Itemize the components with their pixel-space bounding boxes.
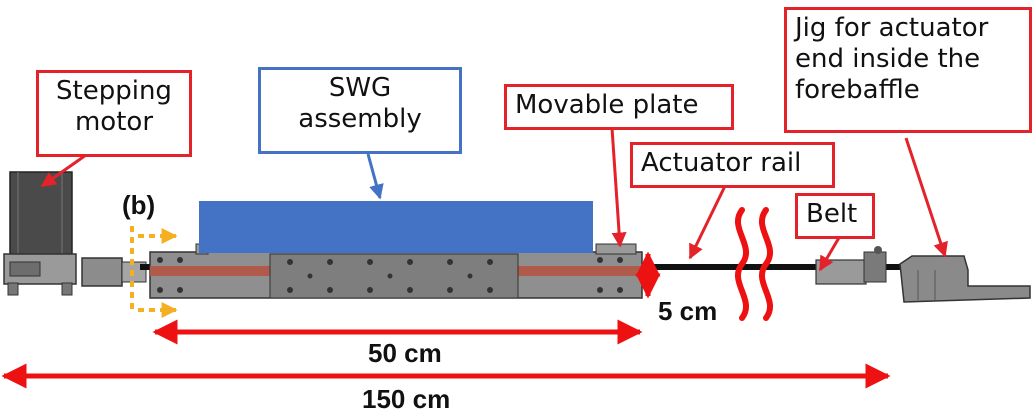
leader-jig — [904, 137, 948, 258]
dashed-indicator — [130, 226, 178, 318]
label-jig: Jig for actuator end inside the forebaff… — [784, 7, 1032, 133]
break-marks — [734, 207, 774, 321]
belt-tensioner — [815, 246, 887, 285]
label-belt: Belt — [795, 193, 875, 239]
swg-assembly-block — [199, 201, 593, 253]
label-movable-plate: Movable plate — [504, 84, 734, 130]
movable-plate — [149, 243, 643, 299]
label-stepping-motor: Stepping motor — [36, 70, 192, 157]
panel-b-label: (b) — [122, 190, 156, 220]
leader-belt — [818, 235, 842, 272]
label-swg-assembly: SWG assembly — [258, 67, 462, 154]
label-actuator-rail: Actuator rail — [630, 142, 835, 188]
span-50-text: 50 cm — [368, 338, 442, 368]
jig — [899, 255, 1031, 303]
leader-actuator-rail — [688, 185, 727, 260]
leader-stepping-motor — [40, 153, 87, 188]
leader-movable-plate — [610, 127, 627, 248]
rail-gap-text: 5 cm — [658, 296, 718, 326]
leader-swg — [366, 153, 384, 200]
span-150-text: 150 cm — [362, 384, 451, 414]
